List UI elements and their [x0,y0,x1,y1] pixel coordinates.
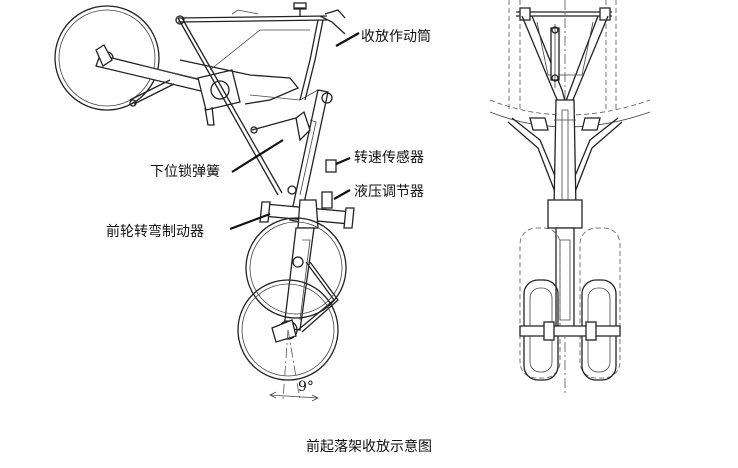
main-strut [250,89,355,333]
leader-speed-sensor [335,156,351,166]
label-speed-sensor: 转速传感器 [354,149,424,166]
label-steering-actuator: 前轮转弯制动器 [106,223,204,240]
drag-brace [175,2,346,196]
deployed-wheels [237,217,347,381]
leader-retraction-actuator [335,32,360,47]
angle-indicator: 9° [269,329,319,402]
label-downlock-spring: 下位锁弹簧 [150,164,220,180]
retracted-strut [95,44,319,126]
leader-downlock-spring [231,139,284,173]
leader-steering-actuator [229,212,271,231]
angle-label: 9° [298,379,314,395]
figure-caption: 前起落架收放示意图 [306,438,432,455]
front-wheels [519,227,621,381]
label-hydraulic-regulator: 液压调节器 [354,184,424,200]
front-view [489,0,651,395]
side-view: 9° 收放作动筒 下位锁弹簧 转速传感器 液压调节器 前轮转弯制动器 [54,2,431,402]
leader-lines [229,32,360,231]
leader-hydraulic-regulator [333,189,351,200]
label-retraction-actuator: 收放作动筒 [361,28,431,45]
